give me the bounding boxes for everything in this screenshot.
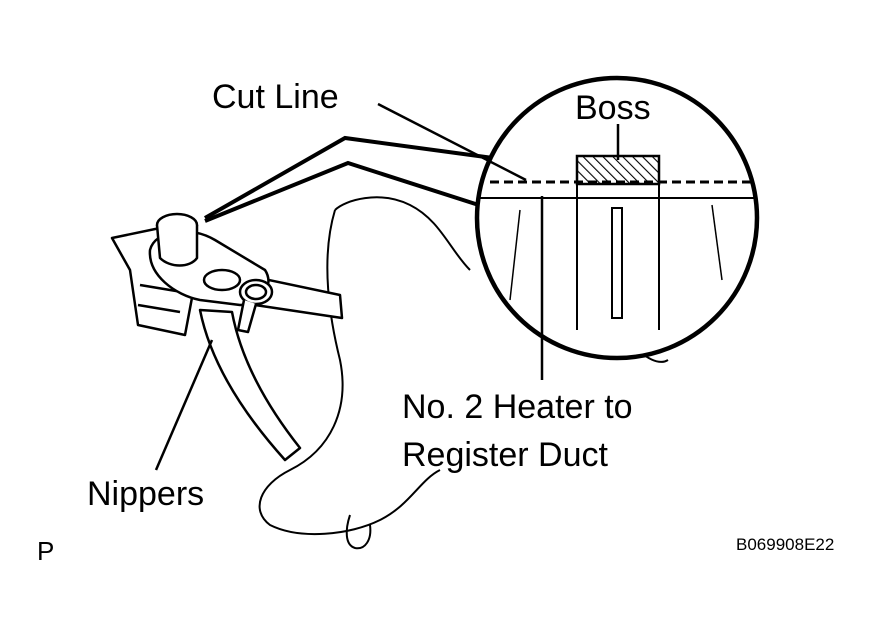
corner-mark: P (37, 536, 55, 566)
cut-line-leader (377, 102, 527, 182)
duct-label-line2: Register Duct (402, 436, 608, 474)
magnify-callout-lines (204, 135, 494, 223)
leader-lines (154, 102, 620, 471)
nippers-label: Nippers (87, 475, 205, 513)
boss-top-hatched (575, 154, 661, 186)
cut-line-label: Cut Line (212, 78, 339, 116)
boss-label: Boss (575, 89, 651, 127)
detail-circle (474, 75, 760, 361)
nippers-leader (154, 339, 214, 471)
figure-code: B069908E22 (736, 535, 835, 554)
duct-label-line1: No. 2 Heater to (402, 388, 633, 426)
nippers-tool (110, 212, 344, 462)
